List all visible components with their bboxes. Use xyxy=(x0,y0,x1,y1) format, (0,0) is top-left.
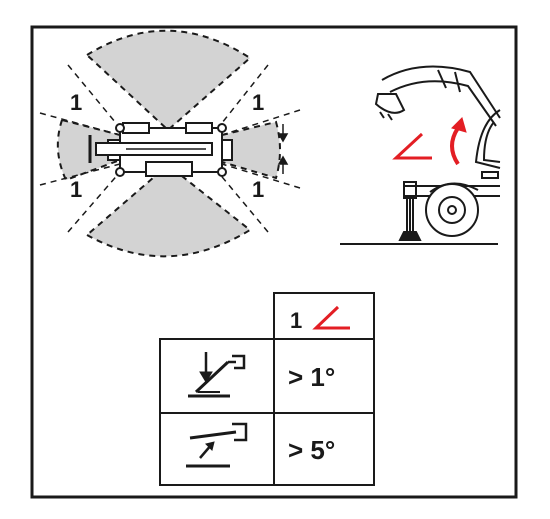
rotation-arrow xyxy=(452,128,458,164)
angle-icon xyxy=(396,134,432,158)
table-header-cell xyxy=(274,293,374,339)
table-row-2-icon-cell xyxy=(160,413,274,485)
side-view-machine xyxy=(340,67,500,244)
tilt-angle-indicator xyxy=(396,118,466,164)
table-row-1-value: > 1° xyxy=(288,362,335,392)
table-row-2-value: > 5° xyxy=(288,435,335,465)
zone-label-top-right: 1 xyxy=(252,90,264,115)
table-row-1-icon-cell xyxy=(160,339,274,413)
machine-top-view xyxy=(90,123,232,176)
tilt-limit-table: 1 > 1° > 5° xyxy=(160,293,374,485)
top-view-zones: 1 1 1 1 xyxy=(40,31,300,257)
zone-label-top-left: 1 xyxy=(70,90,82,115)
zone-label-bottom-left: 1 xyxy=(70,177,82,202)
zone-label-bottom-right: 1 xyxy=(252,177,264,202)
table-header-number: 1 xyxy=(290,308,302,333)
zone-rear xyxy=(87,165,250,256)
zone-front xyxy=(87,31,250,130)
